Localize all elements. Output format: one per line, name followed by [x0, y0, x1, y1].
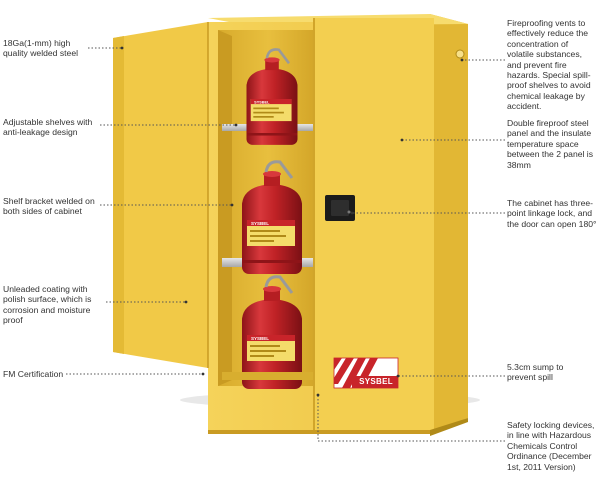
note-shelves: Adjustable shelves with anti-leakage des…	[3, 117, 93, 138]
note-safety: Safety locking devices, in line with Haz…	[507, 420, 595, 472]
note-lock: The cabinet has three-point linkage lock…	[507, 198, 597, 229]
note-bracket: Shelf bracket welded on both sides of ca…	[3, 196, 95, 217]
note-panel: Double fireproof steel panel and the ins…	[507, 118, 594, 170]
brand-label-text: SYSBEL	[359, 377, 393, 386]
note-steel: 18Ga(1-mm) high quality welded steel	[3, 38, 79, 59]
note-fm-certification: FM Certification	[3, 369, 64, 379]
note-coating: Unleaded coating with polish surface, wh…	[3, 284, 92, 326]
note-sump: 5.3cm sump to prevent spill	[507, 362, 564, 383]
note-vents: Fireproofing vents to effectively reduce…	[507, 18, 591, 112]
brand-warning-label	[333, 357, 399, 389]
